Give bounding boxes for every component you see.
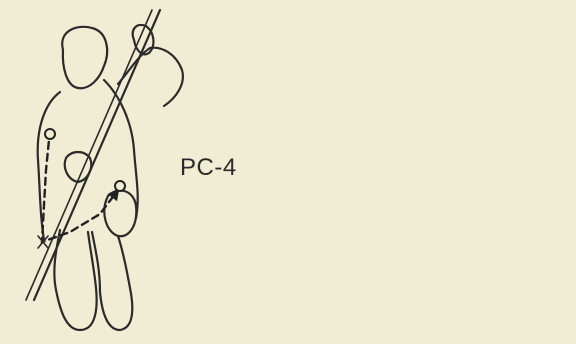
leg-left-1 (54, 230, 96, 330)
point-left-2 (115, 181, 125, 191)
pole-left-edge (26, 10, 152, 300)
buttock-left (104, 191, 136, 237)
head-left (62, 27, 107, 88)
point-left-1 (45, 129, 55, 139)
arm-left-raised (118, 48, 183, 106)
figure-left (26, 10, 183, 330)
figure-label: PC-4 (180, 154, 237, 182)
torso-left (38, 80, 138, 240)
leg-left-2 (92, 232, 132, 330)
